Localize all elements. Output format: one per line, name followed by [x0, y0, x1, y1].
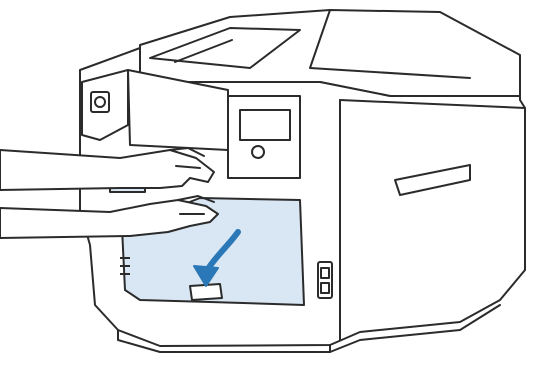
- rear-port-slot-1: [321, 268, 329, 278]
- rear-port-slot-2: [321, 283, 329, 293]
- power-socket-icon: [95, 97, 105, 107]
- screw-icon: [252, 146, 264, 158]
